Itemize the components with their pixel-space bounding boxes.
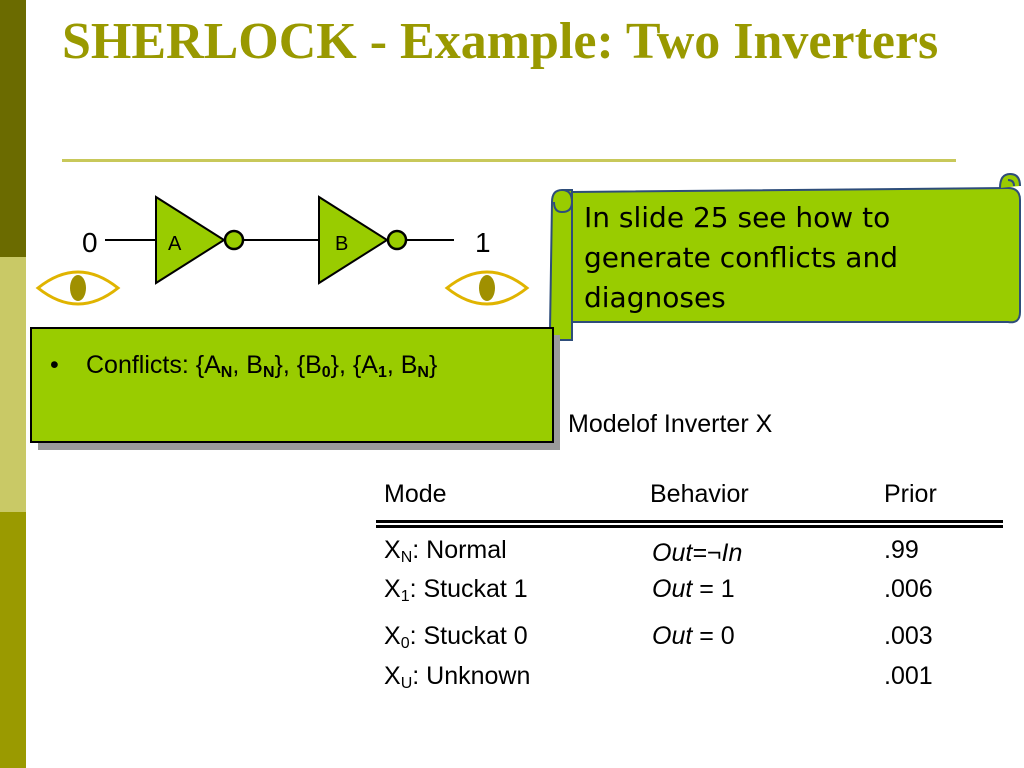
conflicts-label: Conflicts: <box>86 351 196 379</box>
conflict-text: , B <box>386 351 418 379</box>
column-header-mode: Mode <box>384 480 447 508</box>
mode-base: X <box>384 536 401 564</box>
mode-cell: X1: Stuckat 1 <box>384 575 528 606</box>
conflict-text: }, {B <box>274 351 322 379</box>
column-header-prior: Prior <box>884 480 937 508</box>
conflict-subscript: N <box>220 364 233 381</box>
input-value-label: 0 <box>82 227 98 258</box>
behavior-variable: Out <box>652 539 693 567</box>
inverter-a-bubble <box>223 229 245 251</box>
conflict-subscript: 1 <box>377 364 387 381</box>
behavior-cell: Out=¬In <box>652 539 742 568</box>
conflict-subscript: 0 <box>321 364 331 381</box>
title-underline <box>62 159 956 162</box>
inverter-b-label: B <box>335 233 348 255</box>
input-observer-eye-icon <box>35 270 121 306</box>
conflict-subscript: N <box>262 364 275 381</box>
conflict-text: } <box>428 351 438 379</box>
mode-subscript: N <box>400 549 413 566</box>
mode-cell: X0: Stuckat 0 <box>384 622 528 653</box>
behavior-variable: Out <box>652 622 693 650</box>
behavior-cell: Out = 0 <box>652 622 735 651</box>
mode-cell: XN: Normal <box>384 536 507 567</box>
left-accent-bar-middle <box>0 257 26 512</box>
mode-name: : Stuckat 1 <box>409 575 528 603</box>
mode-name: : Normal <box>412 536 507 564</box>
table-header-rule <box>376 520 1003 523</box>
behavior-expression: =¬In <box>692 539 743 567</box>
prior-cell: .001 <box>884 662 933 690</box>
inverter-b-bubble <box>386 229 408 251</box>
conflicts-line: •Conflicts: {AN, BN}, {B0}, {A1, BN} <box>50 351 437 382</box>
mode-base: X <box>384 575 401 603</box>
behavior-variable: Out <box>652 575 693 603</box>
mode-name: : Stuckat 0 <box>409 622 528 650</box>
inverter-a-gate <box>155 195 226 285</box>
mode-subscript: 0 <box>400 635 410 652</box>
behavior-expression: = 1 <box>692 575 735 603</box>
conflict-subscript: N <box>417 364 429 381</box>
output-value-label: 1 <box>475 227 491 258</box>
behavior-expression: = 0 <box>692 622 735 650</box>
prior-cell: .006 <box>884 575 933 603</box>
table-header-rule <box>376 525 1003 528</box>
mode-cell: XU: Unknown <box>384 662 530 693</box>
column-header-behavior: Behavior <box>650 480 749 508</box>
callout-text: In slide 25 see how to generate conflict… <box>584 201 898 314</box>
mode-base: X <box>384 622 401 650</box>
output-observer-eye-icon <box>444 270 530 306</box>
conflicts-bullet: • <box>50 351 59 379</box>
mode-base: X <box>384 662 401 690</box>
prior-cell: .99 <box>884 536 919 564</box>
inverter-a-label: A <box>168 233 182 255</box>
conflict-text: {A <box>195 351 221 379</box>
left-accent-bar-bottom <box>0 512 26 768</box>
mode-name: : Unknown <box>412 662 531 690</box>
behavior-cell: Out = 1 <box>652 575 735 604</box>
scroll-callout-banner <box>548 172 1021 341</box>
slide-title: SHERLOCK - Example: Two Inverters <box>62 13 939 70</box>
left-accent-bar-top <box>0 0 26 257</box>
inverter-b-gate <box>318 195 389 285</box>
conflict-text: , B <box>232 351 263 379</box>
inverter-circuit-diagram: 0 A B 1 <box>35 195 530 306</box>
mode-subscript: U <box>400 675 413 692</box>
mode-subscript: 1 <box>400 588 410 605</box>
conflicts-box: •Conflicts: {AN, BN}, {B0}, {A1, BN} <box>30 327 554 443</box>
prior-cell: .003 <box>884 622 933 650</box>
conflict-text: }, {A <box>330 351 378 379</box>
model-table-title: Modelof Inverter X <box>568 410 773 438</box>
